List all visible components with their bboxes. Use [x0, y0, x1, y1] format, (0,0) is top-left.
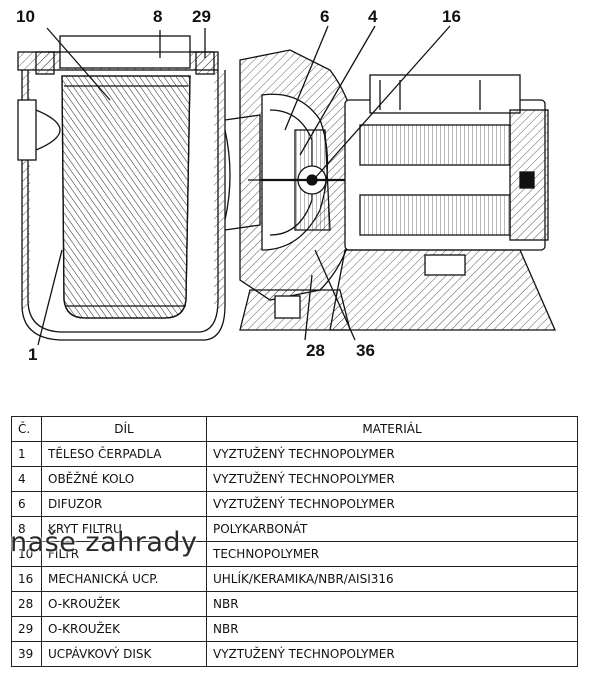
cell-number: 39 [11, 641, 42, 667]
cell-material: UHLÍK/KERAMIKA/NBR/AISI316 [206, 566, 578, 592]
pump-drawing [17, 35, 556, 341]
cell-number: 16 [11, 566, 42, 592]
motor-foot [329, 249, 556, 331]
header-part: DÍL [41, 416, 207, 442]
cell-part: OBĚŽNÉ KOLO [41, 466, 207, 492]
callout-29: 29 [192, 7, 211, 26]
electric-motor [344, 74, 549, 251]
cell-part: MECHANICKÁ UCP. [41, 566, 207, 592]
cell-part: KRYT FILTRU [41, 516, 207, 542]
cell-material: VYZTUŽENÝ TECHNOPOLYMER [206, 466, 578, 492]
callout-numbers: 10 8 29 6 4 16 1 28 36 [16, 7, 461, 364]
cell-number: 1 [11, 441, 42, 467]
cell-part: FILTR [41, 541, 207, 567]
header-material: MATERIÁL [206, 416, 578, 442]
filter-cover [35, 35, 215, 75]
cell-material: NBR [206, 591, 578, 617]
cell-material: NBR [206, 616, 578, 642]
cell-part: DIFUZOR [41, 491, 207, 517]
leader-lines [37, 25, 451, 346]
cell-number: 10 [11, 541, 42, 567]
cell-material: VYZTUŽENÝ TECHNOPOLYMER [206, 491, 578, 517]
callout-28: 28 [306, 341, 325, 360]
cell-number: 8 [11, 516, 42, 542]
callout-6: 6 [320, 7, 329, 26]
header-number: Č. [11, 416, 42, 442]
cell-part: TĚLESO ČERPADLA [41, 441, 207, 467]
cell-material: POLYKARBONÁT [206, 516, 578, 542]
drain-base [239, 289, 351, 331]
cell-part: O-KROUŽEK [41, 616, 207, 642]
cell-number: 29 [11, 616, 42, 642]
cell-number: 6 [11, 491, 42, 517]
cell-part: O-KROUŽEK [41, 591, 207, 617]
cell-part: UCPÁVKOVÝ DISK [41, 641, 207, 667]
cell-number: 28 [11, 591, 42, 617]
callout-10: 10 [16, 7, 35, 26]
cell-material: TECHNOPOLYMER [206, 541, 578, 567]
cell-material: VYZTUŽENÝ TECHNOPOLYMER [206, 441, 578, 467]
table-header-row: Č. DÍL MATERIÁL [11, 416, 578, 442]
cell-number: 4 [11, 466, 42, 492]
callout-1: 1 [28, 345, 37, 364]
callout-8: 8 [153, 7, 162, 26]
callout-36: 36 [356, 341, 375, 360]
callout-16: 16 [442, 7, 461, 26]
pump-cross-section-diagram: 10 8 29 6 4 16 1 28 36 [16, 7, 556, 364]
callout-4: 4 [368, 7, 378, 26]
filter-basket [61, 75, 191, 319]
cell-material: VYZTUŽENÝ TECHNOPOLYMER [206, 641, 578, 667]
